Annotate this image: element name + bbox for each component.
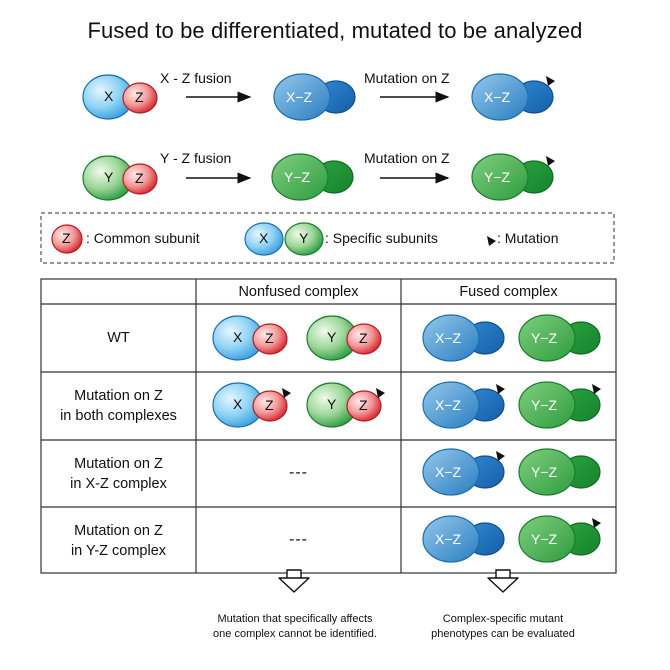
both-x-letter: X: [233, 396, 243, 412]
wt-nonfused-yz: [306, 315, 382, 361]
yz-only-fused-yz-label: Y−Z: [531, 531, 558, 547]
row1-mutation-label: Mutation on Z: [364, 70, 450, 86]
row1-fused-label: X−Z: [286, 89, 313, 105]
conclusion-fused: Complex-specific mutant phenotypes can b…: [431, 613, 575, 640]
page-title: Fused to be differentiated, mutated to b…: [87, 18, 583, 43]
row1-x-letter: X: [104, 88, 114, 104]
row2-mutated-fused-label: Y−Z: [484, 169, 511, 185]
legend-specific-x-letter: X: [259, 230, 269, 246]
xz-only-fused-xz-label: X−Z: [435, 464, 462, 480]
both-nonfused-yz: [306, 382, 385, 428]
legend-box: [40, 212, 615, 264]
row2-fusion-label: Y - Z fusion: [160, 150, 232, 166]
left-down-arrow-icon: [278, 569, 310, 593]
wt-x-letter: X: [233, 329, 243, 345]
wt-z-letter-1: Z: [265, 330, 274, 346]
row-label-mutation-yz: Mutation on Z in Y-Z complex: [70, 523, 167, 559]
row1-fusion-label: X - Z fusion: [160, 70, 232, 86]
row2-mutation-label: Mutation on Z: [364, 150, 450, 166]
both-y-letter: Y: [327, 396, 337, 412]
legend-specific-y-letter: Y: [299, 230, 309, 246]
xz-only-fused-yz-label: Y−Z: [531, 464, 558, 480]
yz-only-nonfused-placeholder: ---: [289, 531, 308, 548]
legend-common-subunit-icon: [51, 224, 83, 254]
legend-mutation-label: : Mutation: [497, 230, 559, 246]
both-z-letter-1: Z: [265, 397, 274, 413]
row2-nonfused-pair: [82, 155, 158, 201]
wt-nonfused-xz: [212, 315, 288, 361]
row2-z-letter: Z: [135, 170, 144, 186]
legend-specific-x-icon: [244, 222, 284, 256]
yz-only-fused-xz-label: X−Z: [435, 531, 462, 547]
row-label-wt: WT: [107, 330, 130, 346]
row2-y-letter: Y: [104, 169, 114, 185]
legend-common-label: : Common subunit: [86, 230, 200, 246]
wt-z-letter-2: Z: [359, 330, 368, 346]
header-nonfused-complex: Nonfused complex: [238, 284, 359, 300]
wt-y-letter: Y: [327, 329, 337, 345]
header-fused-complex: Fused complex: [459, 284, 558, 300]
wt-fused-xz-label: X−Z: [435, 330, 462, 346]
row1-z-letter: Z: [135, 89, 144, 105]
xz-only-nonfused-placeholder: ---: [289, 464, 308, 481]
legend-specific-y-icon: [284, 222, 324, 256]
both-nonfused-xz: [212, 382, 291, 428]
comparison-table-grid: [40, 278, 617, 574]
row1-nonfused-pair: [82, 74, 158, 120]
row2-fused-label: Y−Z: [284, 169, 311, 185]
legend-specific-label: : Specific subunits: [325, 230, 438, 246]
both-z-letter-2: Z: [359, 397, 368, 413]
legend-mutation-icon: [487, 236, 496, 246]
legend-common-letter: Z: [62, 230, 71, 246]
wt-fused-yz-label: Y−Z: [531, 330, 558, 346]
right-down-arrow-icon: [487, 569, 519, 593]
row-label-mutation-both: Mutation on Z in both complexes: [60, 388, 177, 424]
both-fused-xz-label: X−Z: [435, 397, 462, 413]
both-fused-yz-label: Y−Z: [531, 397, 558, 413]
row1-mutated-fused-label: X−Z: [484, 89, 511, 105]
row-label-mutation-xz: Mutation on Z in X-Z complex: [70, 456, 167, 492]
conclusion-nonfused: Mutation that specifically affects one c…: [213, 613, 377, 640]
